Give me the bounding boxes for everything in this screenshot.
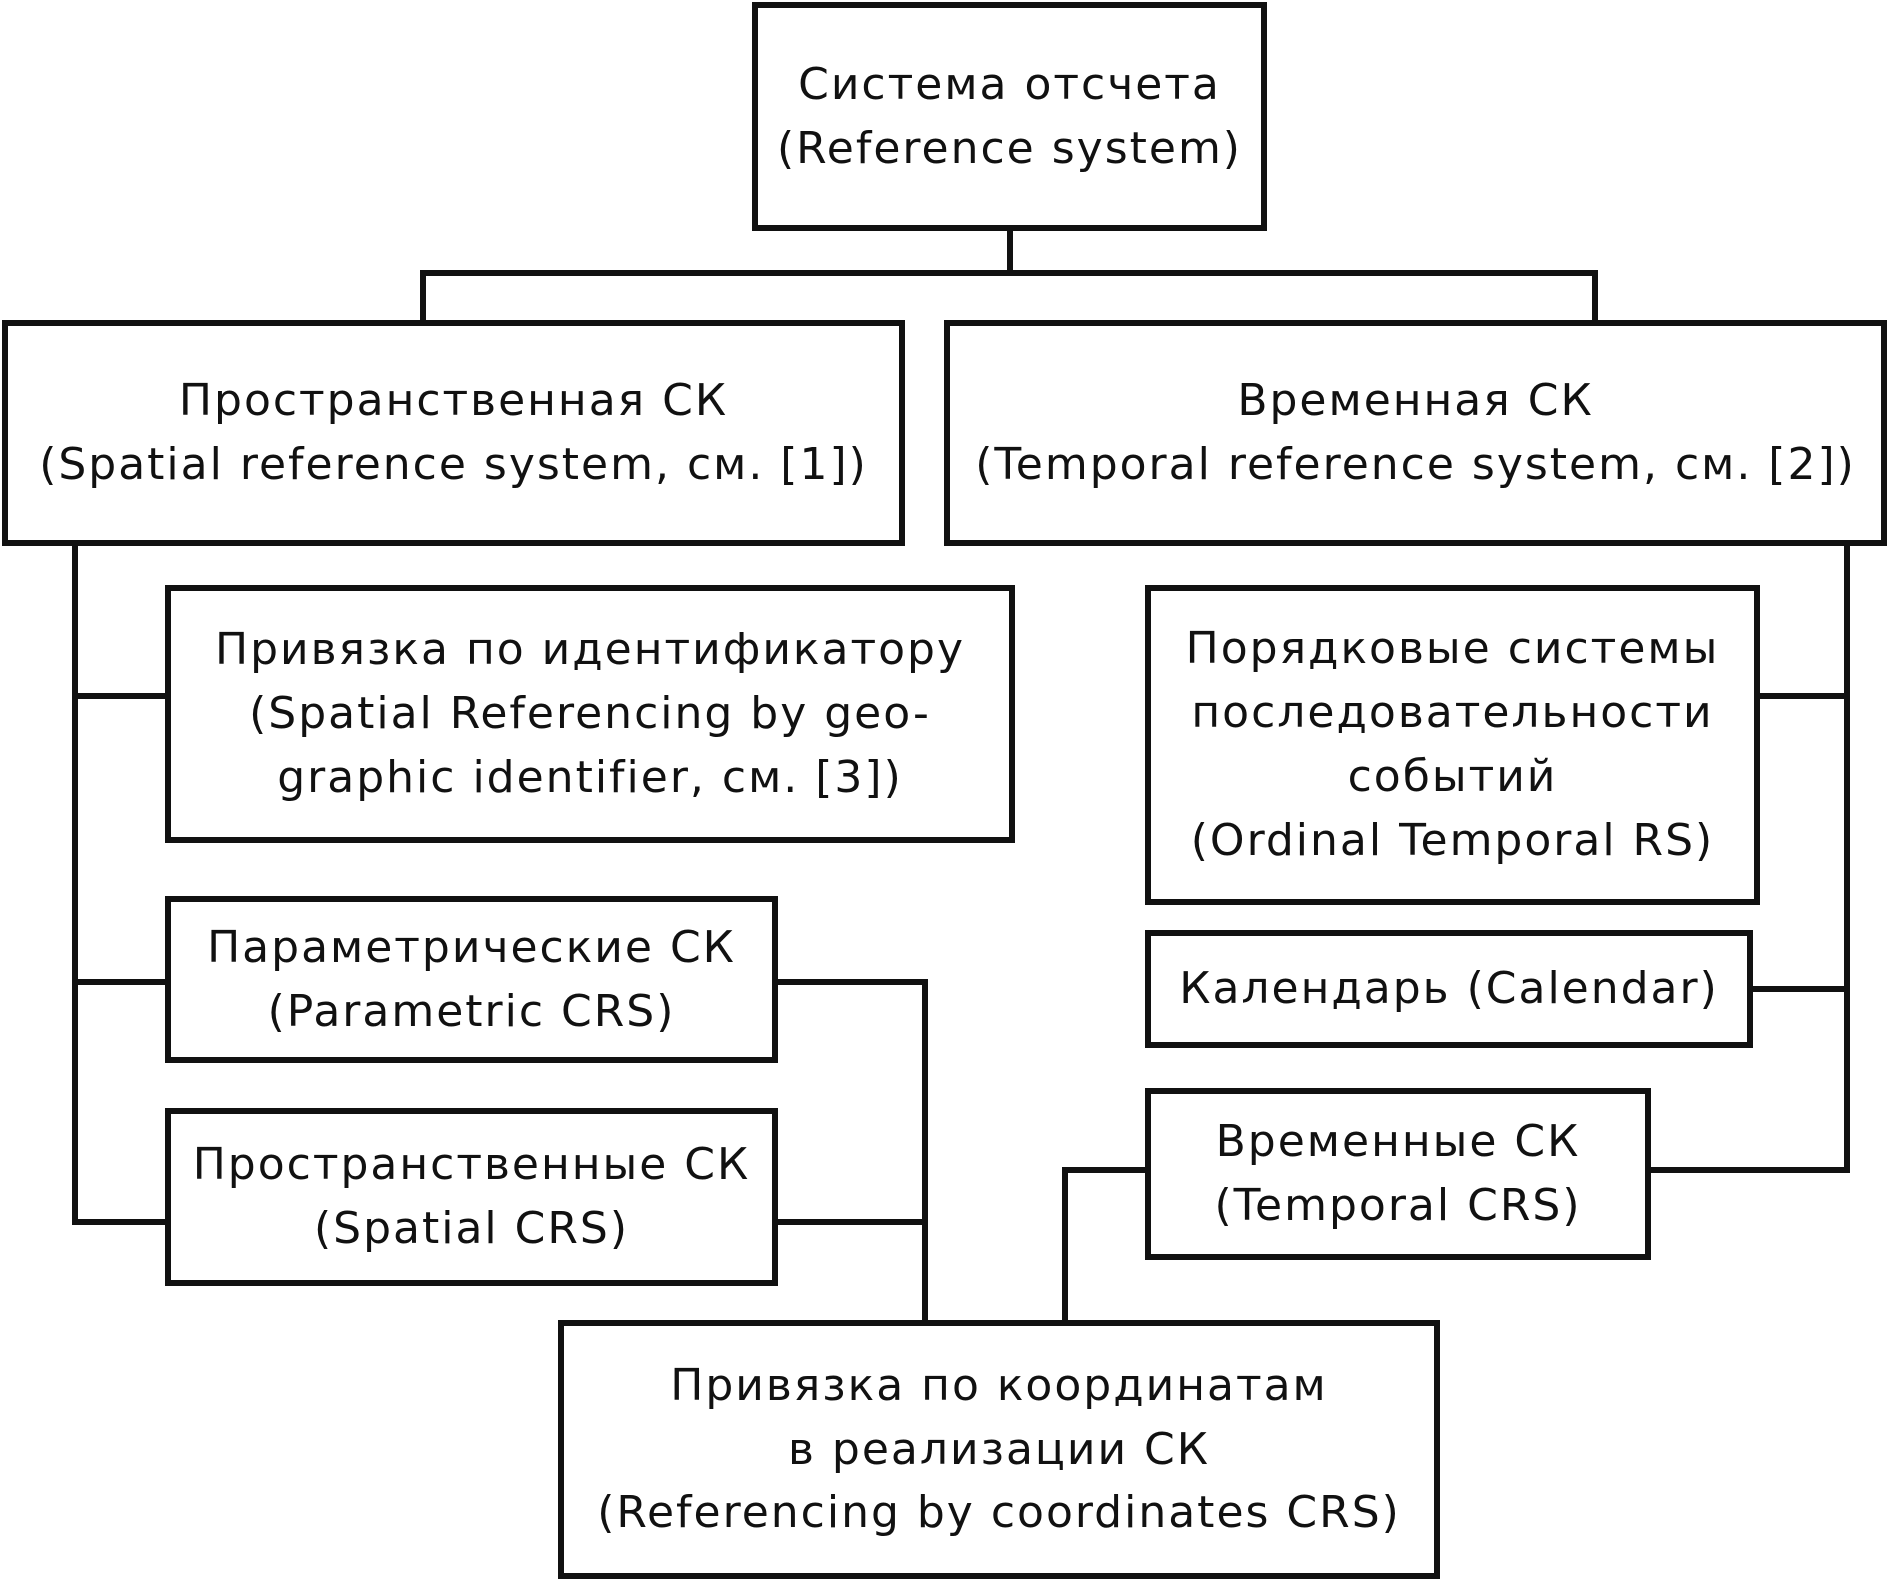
ordinal-temporal-line4: (Ordinal Temporal RS)	[1190, 814, 1715, 866]
ordinal-temporal-box: Порядковые системы последовательности со…	[1145, 585, 1760, 905]
coordinates-ref-line3: (Referencing by coordinates CRS)	[597, 1487, 1401, 1539]
temporal-rs-box: Временная СК (Temporal reference system,…	[944, 320, 1887, 546]
geo-identifier-box: Привязка по идентификатору (Spatial Refe…	[165, 585, 1015, 843]
temporal-crs-subtitle: (Temporal CRS)	[1214, 1180, 1582, 1231]
geo-identifier-line1: Привязка по идентификатору	[215, 624, 965, 676]
ordinal-temporal-line3: событий	[1347, 751, 1558, 802]
calendar-label: Календарь (Calendar)	[1179, 963, 1719, 1015]
calendar-box: Календарь (Calendar)	[1145, 930, 1753, 1048]
coordinates-ref-box: Привязка по координатам в реализации СК …	[558, 1320, 1440, 1579]
ordinal-temporal-line2: последовательности	[1191, 687, 1714, 739]
root-box-title: Система отсчета	[798, 58, 1221, 110]
spatial-rs-box: Пространственная СК (Spatial reference s…	[2, 320, 905, 546]
connector-parametric-to-coordinates	[772, 979, 928, 1325]
geo-identifier-line3: graphic identifier, см. [3])	[277, 751, 903, 803]
root-box-subtitle: (Reference system)	[777, 122, 1242, 174]
coordinates-ref-line2: в реализации СК	[787, 1423, 1211, 1475]
spatial-rs-title: Пространственная СК	[178, 375, 729, 427]
spatial-crs-subtitle: (Spatial CRS)	[313, 1203, 630, 1254]
spatial-crs-box: Пространственные СК (Spatial CRS)	[165, 1108, 778, 1286]
parametric-crs-box: Параметрические СК (Parametric CRS)	[165, 896, 778, 1063]
spatial-crs-title: Пространственные СК	[192, 1139, 751, 1191]
parametric-crs-subtitle: (Parametric CRS)	[267, 985, 676, 1037]
coordinates-ref-line1: Привязка по координатам	[670, 1359, 1328, 1411]
connector-temporalcrs-to-coordinates	[1062, 1167, 1151, 1325]
temporal-crs-title: Временные СК	[1215, 1116, 1581, 1168]
temporal-rs-title: Временная СК	[1237, 375, 1594, 427]
geo-identifier-line2: (Spatial Referencing by geo-	[249, 688, 931, 740]
ordinal-temporal-line1: Порядковые системы	[1185, 623, 1720, 675]
temporal-crs-box: Временные СК (Temporal CRS)	[1145, 1088, 1651, 1260]
parametric-crs-title: Параметрические СК	[207, 921, 736, 973]
spatial-rs-subtitle: (Spatial reference system, см. [1])	[39, 439, 868, 490]
temporal-rs-subtitle: (Temporal reference system, см. [2])	[975, 439, 1856, 490]
root-box: Система отсчета (Reference system)	[752, 2, 1267, 231]
